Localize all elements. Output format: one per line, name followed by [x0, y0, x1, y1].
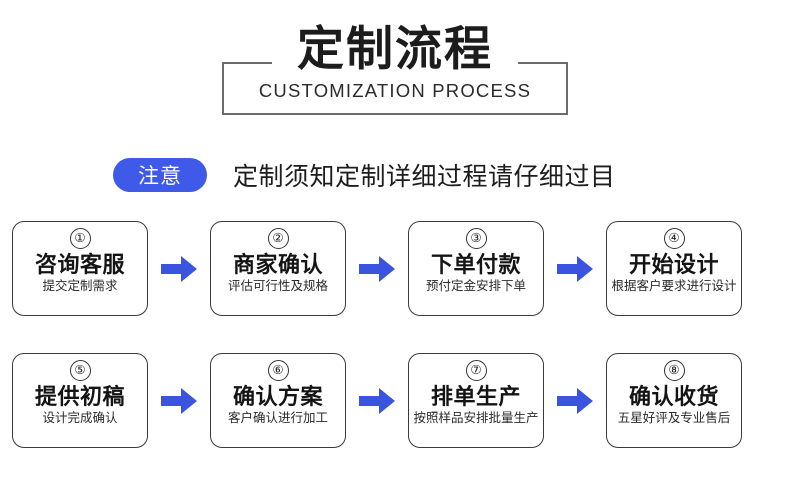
step-box: ① 咨询客服 提交定制需求: [12, 221, 148, 316]
page-title: 定制流程: [297, 22, 493, 77]
step-subtitle: 客户确认进行加工: [227, 411, 328, 425]
notice-badge: 注意: [113, 158, 207, 192]
header: 定制流程 CUSTOMIZATION PROCESS: [0, 0, 790, 135]
step-box: ⑦ 排单生产 按照样品安排批量生产: [408, 353, 544, 448]
step-box: ⑥ 确认方案 客户确认进行加工: [210, 353, 346, 448]
arrow-right-icon: [346, 221, 408, 316]
step-number: ③: [465, 228, 487, 249]
step-box: ④ 开始设计 根据客户要求进行设计: [606, 221, 742, 316]
step-subtitle: 预付定金安排下单: [425, 279, 526, 293]
step-title: 确认收货: [628, 384, 719, 409]
arrow-right-icon: [544, 353, 606, 448]
arrow-right-icon: [148, 353, 210, 448]
step-number: ⑦: [465, 360, 487, 381]
step-number: ⑧: [663, 360, 685, 381]
arrow-right-icon: [148, 221, 210, 316]
step-subtitle: 设计完成确认: [42, 411, 118, 425]
step-box: ② 商家确认 评估可行性及规格: [210, 221, 346, 316]
step-subtitle: 根据客户要求进行设计: [611, 279, 737, 293]
step-subtitle: 按照样品安排批量生产: [413, 411, 539, 425]
notice-text: 定制须知定制详细过程请仔细过目: [233, 163, 616, 191]
step-title: 提供初稿: [34, 384, 125, 409]
arrow-right-icon: [544, 221, 606, 316]
step-box: ③ 下单付款 预付定金安排下单: [408, 221, 544, 316]
process-flow-row: ① 咨询客服 提交定制需求 ② 商家确认 评估可行性及规格 ③: [0, 221, 790, 333]
step-subtitle: 五星好评及专业售后: [617, 411, 731, 425]
notice-row: 注意 定制须知定制详细过程请仔细过目: [113, 157, 616, 193]
step-title: 咨询客服: [34, 252, 125, 277]
step-box: ⑧ 确认收货 五星好评及专业售后: [606, 353, 742, 448]
step-box: ⑤ 提供初稿 设计完成确认: [12, 353, 148, 448]
step-number: ⑤: [69, 360, 91, 381]
step-number: ④: [663, 228, 685, 249]
step-title: 商家确认: [232, 252, 323, 277]
page-subtitle: CUSTOMIZATION PROCESS: [258, 80, 532, 101]
step-subtitle: 提交定制需求: [42, 279, 118, 293]
step-subtitle: 评估可行性及规格: [227, 279, 328, 293]
step-title: 开始设计: [628, 252, 719, 277]
step-number: ②: [267, 228, 289, 249]
process-flow-row: ⑤ 提供初稿 设计完成确认 ⑥ 确认方案 客户确认进行加工 ⑦: [0, 353, 790, 465]
step-number: ①: [69, 228, 91, 249]
process-flow: ① 咨询客服 提交定制需求 ② 商家确认 评估可行性及规格 ③: [0, 221, 790, 465]
step-title: 下单付款: [430, 252, 521, 277]
step-title: 排单生产: [430, 384, 521, 409]
arrow-right-icon: [346, 353, 408, 448]
header-frame-gap: [272, 54, 518, 72]
step-number: ⑥: [267, 360, 289, 381]
step-title: 确认方案: [232, 384, 323, 409]
